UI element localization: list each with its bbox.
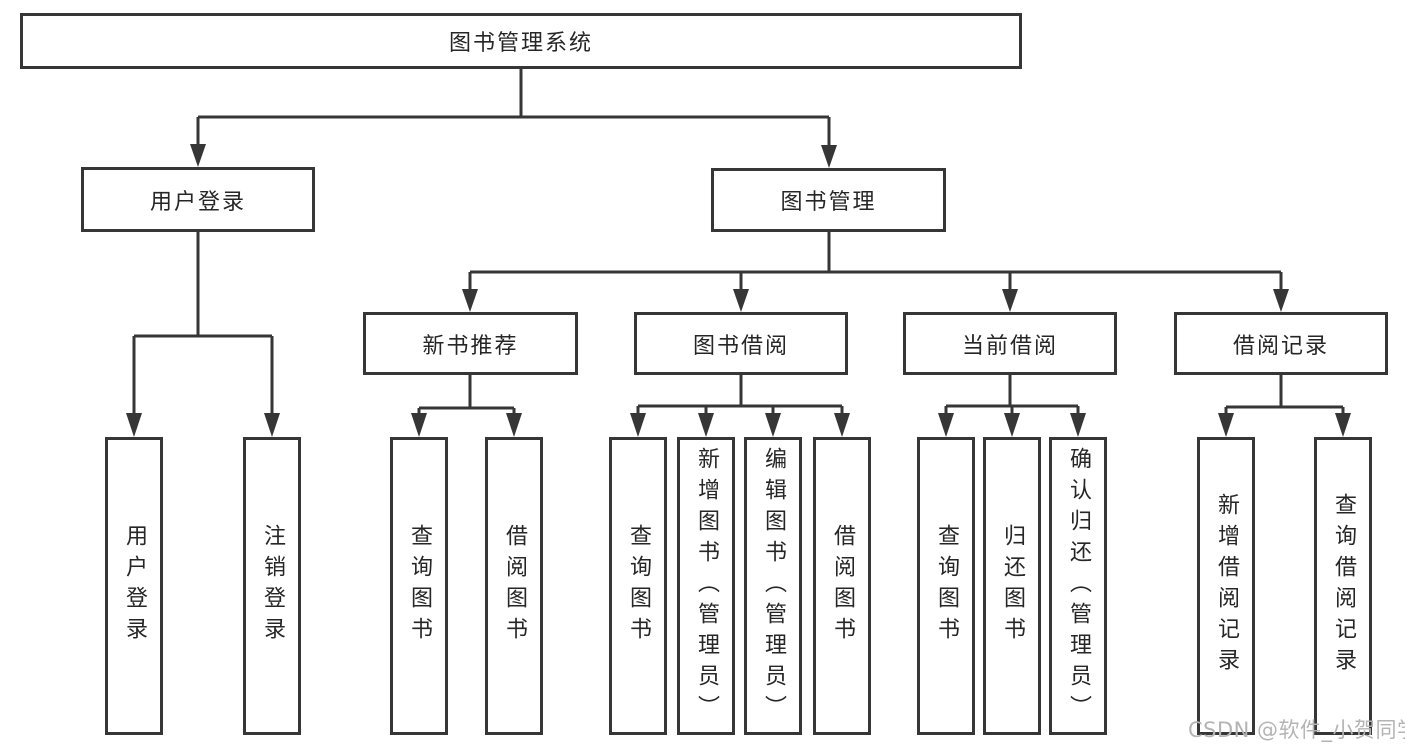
connector-user-login-branch [132, 232, 274, 414]
leaf-add-borrow-record: 新增借阅记录 [1197, 437, 1255, 735]
leaf-borrow-books-borrow: 借阅图书 [813, 437, 871, 735]
connector-new-book-recommend-branch [417, 375, 516, 414]
node-new-book-recommend: 新书推荐 [363, 312, 578, 375]
connector-root-to-level2 [196, 69, 831, 145]
node-book-borrow: 图书借阅 [634, 312, 848, 375]
connector-book-management-branch [468, 232, 1283, 290]
leaf-query-borrow-record: 查询借阅记录 [1314, 437, 1372, 735]
leaf-logout: 注销登录 [243, 437, 301, 735]
leaf-query-books-current: 查询图书 [917, 437, 975, 735]
node-borrow-record: 借阅记录 [1174, 312, 1388, 375]
leaf-confirm-return-admin: 确认归还（管理员） [1049, 437, 1107, 735]
csdn-watermark: CSDN @软件_小贺同学 [1188, 718, 1405, 742]
connector-borrow-record-branch [1224, 375, 1345, 414]
arrowheads [126, 144, 1351, 437]
leaf-add-book-admin: 新增图书（管理员） [677, 437, 735, 735]
connector-book-borrow-branch [636, 375, 844, 414]
leaf-user-login: 用户登录 [105, 437, 163, 735]
leaf-query-books-borrow: 查询图书 [609, 437, 667, 735]
connector-current-borrow-branch [944, 375, 1080, 414]
node-user-login-branch: 用户登录 [81, 167, 315, 232]
leaf-query-books-recommend: 查询图书 [390, 437, 448, 735]
node-library-management-system: 图书管理系统 [20, 13, 1022, 69]
leaf-edit-book-admin: 编辑图书（管理员） [744, 437, 802, 735]
node-current-borrow: 当前借阅 [903, 312, 1117, 375]
node-book-management-branch: 图书管理 [711, 168, 946, 232]
leaf-borrow-books-recommend: 借阅图书 [485, 437, 543, 735]
leaf-return-book: 归还图书 [983, 437, 1041, 735]
